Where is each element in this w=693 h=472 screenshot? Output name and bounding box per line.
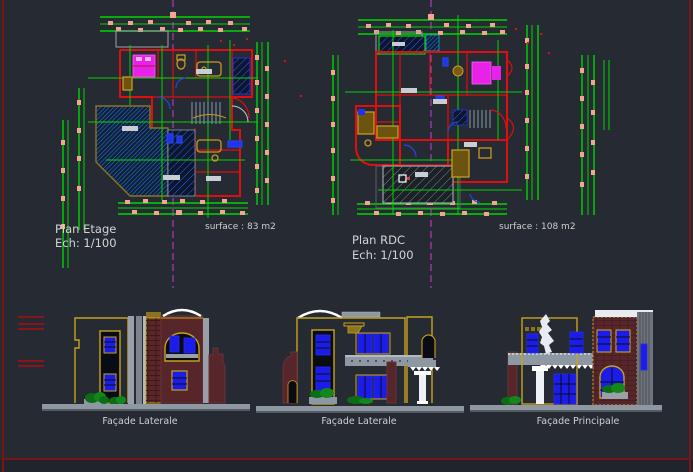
plan-etage-scale: Ech: 1/100 — [55, 236, 117, 250]
dimension-lines-left — [331, 55, 339, 215]
cornice — [595, 310, 653, 317]
corner-strip — [203, 318, 209, 403]
upper-windows — [526, 331, 584, 354]
window — [103, 336, 117, 392]
balcony-outline — [115, 30, 169, 48]
grid-lines — [88, 40, 258, 218]
dimension-lines-right — [255, 42, 269, 205]
facade-laterale-1-drawing[interactable] — [42, 308, 250, 411]
roof-arc — [162, 308, 202, 318]
strip-windows — [315, 334, 331, 391]
crosshair-cursor — [398, 174, 410, 183]
dimension-lines-bottom — [118, 199, 248, 215]
bath-hatch[interactable] — [232, 57, 251, 95]
entry — [532, 366, 577, 405]
walls — [355, 51, 515, 183]
dimension-lines-top — [100, 12, 250, 32]
bath-fixtures[interactable] — [122, 54, 222, 162]
dimension-lines-right — [525, 25, 610, 215]
facade-laterale-2-drawing[interactable] — [256, 309, 464, 413]
balcony-band — [508, 353, 594, 369]
ground-line — [256, 406, 464, 413]
scatter-dots — [220, 38, 302, 97]
ground-line — [42, 404, 250, 411]
main-outline — [521, 317, 578, 405]
facade-principale-label: Façade Principale — [537, 416, 620, 427]
brick-tower — [145, 312, 162, 404]
room-labels — [122, 69, 221, 181]
kitchen-fixtures[interactable] — [357, 109, 399, 147]
doors-blue — [403, 57, 481, 203]
scatter-dots — [515, 28, 550, 54]
bedroom-furniture[interactable] — [132, 54, 156, 78]
scallop — [410, 367, 440, 371]
porch — [408, 334, 440, 404]
ribbed-strip — [637, 312, 653, 405]
pool-hatch-2[interactable] — [425, 34, 440, 52]
doors-blue — [157, 77, 243, 148]
bushes — [84, 392, 126, 405]
plan-etage-surface: surface : 83 m2 — [205, 222, 276, 232]
bedroom-fixtures[interactable] — [451, 147, 492, 178]
column-base — [417, 401, 428, 404]
plan-etage-drawing[interactable] — [61, 0, 302, 288]
living-furniture[interactable] — [452, 61, 501, 85]
slit-window — [640, 343, 648, 371]
lower-windows — [355, 374, 391, 400]
facade-laterale-1-label: Façade Laterale — [102, 416, 177, 427]
lower-window — [171, 370, 188, 391]
dimension-lines-top — [358, 14, 507, 35]
side-wall — [208, 347, 226, 404]
ground-line — [470, 405, 662, 412]
plan-rdc-surface: surface : 108 m2 — [499, 222, 576, 232]
terrace-hatch[interactable] — [95, 105, 169, 197]
pilasters — [128, 316, 146, 404]
plan-rdc-drawing[interactable] — [331, 0, 610, 288]
planter-bushes — [501, 383, 628, 405]
room-labels — [392, 42, 477, 177]
white-finial — [539, 314, 554, 354]
upper-windows — [355, 332, 391, 355]
scallop — [540, 365, 594, 369]
arch-niche — [421, 334, 436, 358]
column-shaft — [419, 375, 426, 402]
plan-rdc-scale: Ech: 1/100 — [352, 248, 414, 262]
roof-arc — [297, 309, 343, 320]
left-margin-marks — [18, 316, 44, 367]
yellow-bracket — [343, 322, 365, 334]
arch-block — [160, 308, 204, 404]
dimension-lines-left — [61, 88, 85, 268]
facade-principale-drawing[interactable] — [470, 310, 662, 412]
staircase[interactable] — [191, 102, 249, 124]
plan-etage-title: Plan Etage — [55, 222, 116, 236]
masonry-column — [386, 361, 397, 404]
roof-slab — [341, 311, 381, 318]
column-capital — [414, 371, 431, 375]
planter-bushes — [309, 388, 373, 404]
left-annex — [282, 351, 298, 404]
plan-rdc-title: Plan RDC — [352, 233, 405, 247]
staircase[interactable] — [452, 109, 507, 129]
facade-laterale-2-label: Façade Laterale — [321, 416, 396, 427]
